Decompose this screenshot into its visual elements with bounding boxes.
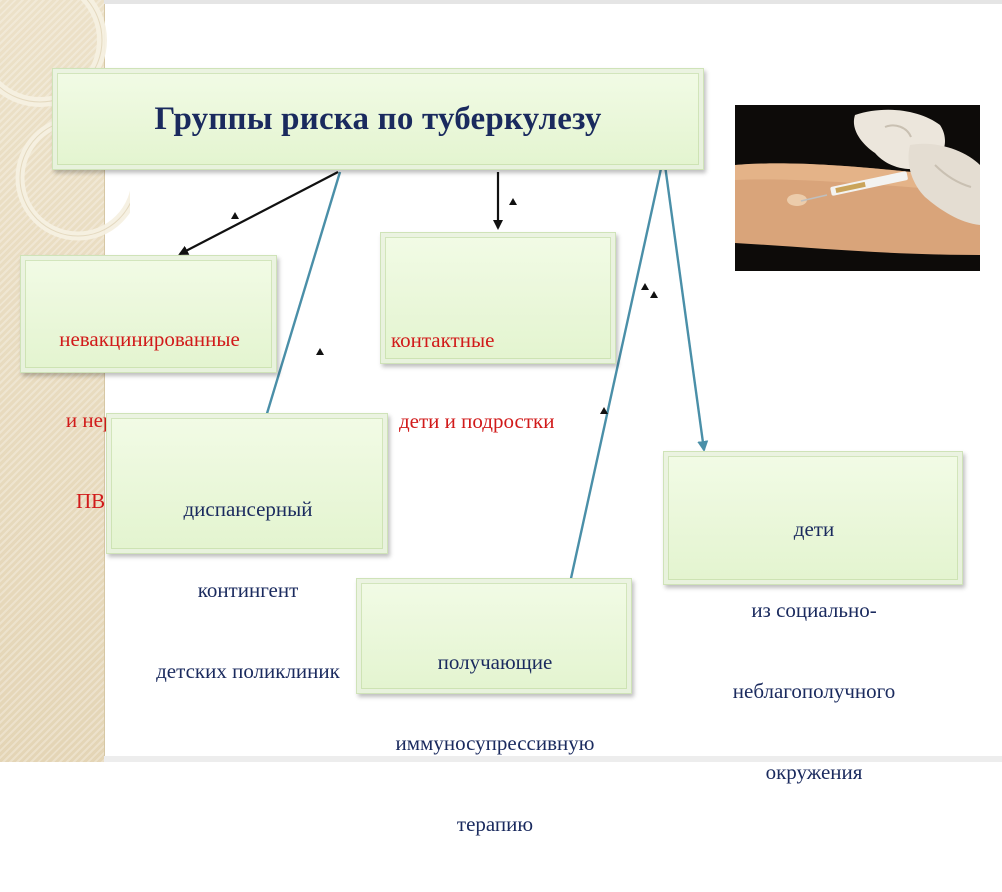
marker-dot	[641, 283, 649, 290]
text-line: контингент	[197, 578, 299, 602]
arrow-to-unvaccinated	[178, 171, 339, 255]
text-line: из социально-	[751, 598, 877, 622]
group-box-dispensary: диспансерный контингент детских поликлин…	[106, 413, 388, 683]
injection-illustration	[735, 105, 980, 271]
group-text-dispensary: диспансерный контингент детских поликлин…	[107, 442, 389, 739]
marker-dot	[316, 348, 324, 355]
text-line: дети и подростки	[399, 409, 555, 433]
text-line: получающие	[437, 650, 553, 674]
group-text-social: дети из социально- неблагополучного окру…	[664, 462, 964, 840]
injection-photo	[735, 105, 980, 271]
marker-dot	[600, 407, 608, 414]
text-line: контактные	[391, 328, 495, 352]
arrow-to-dispensary	[259, 171, 342, 432]
marker-dot	[231, 212, 239, 219]
diagram-title: Группы риска по туберкулезу	[154, 100, 602, 137]
marker-dot	[509, 198, 517, 205]
bottom-band	[104, 756, 1002, 762]
title-box: Группы риска по туберкулезу	[52, 68, 704, 170]
arrow-to-social	[662, 157, 709, 452]
group-box-immunosuppressive: получающие иммуносупрессивную терапию	[356, 578, 632, 836]
text-line: терапию	[456, 812, 534, 836]
text-line: окружения	[765, 760, 863, 784]
group-box-unvaccinated: невакцинированные и неразвившимися ПВ зн…	[20, 255, 277, 513]
text-line: неблагополучного	[732, 679, 896, 703]
text-line: дети	[793, 517, 835, 541]
arrow-to-immunosuppressive	[564, 154, 666, 594]
top-band	[104, 0, 1002, 4]
text-line: диспансерный	[183, 497, 313, 521]
marker-dot	[650, 291, 658, 298]
text-line: детских поликлиник	[156, 659, 340, 683]
group-box-contact: контактные дети и подростки	[380, 232, 616, 433]
group-text-contact: контактные дети и подростки	[391, 273, 554, 489]
group-text-immunosuppressive: получающие иммуносупрессивную терапию	[357, 595, 633, 892]
connector-arrows	[178, 154, 709, 594]
text-line: невакцинированные	[59, 327, 240, 351]
text-line: иммуносупрессивную	[395, 731, 595, 755]
group-box-social: дети из социально- неблагополучного окру…	[663, 451, 963, 784]
